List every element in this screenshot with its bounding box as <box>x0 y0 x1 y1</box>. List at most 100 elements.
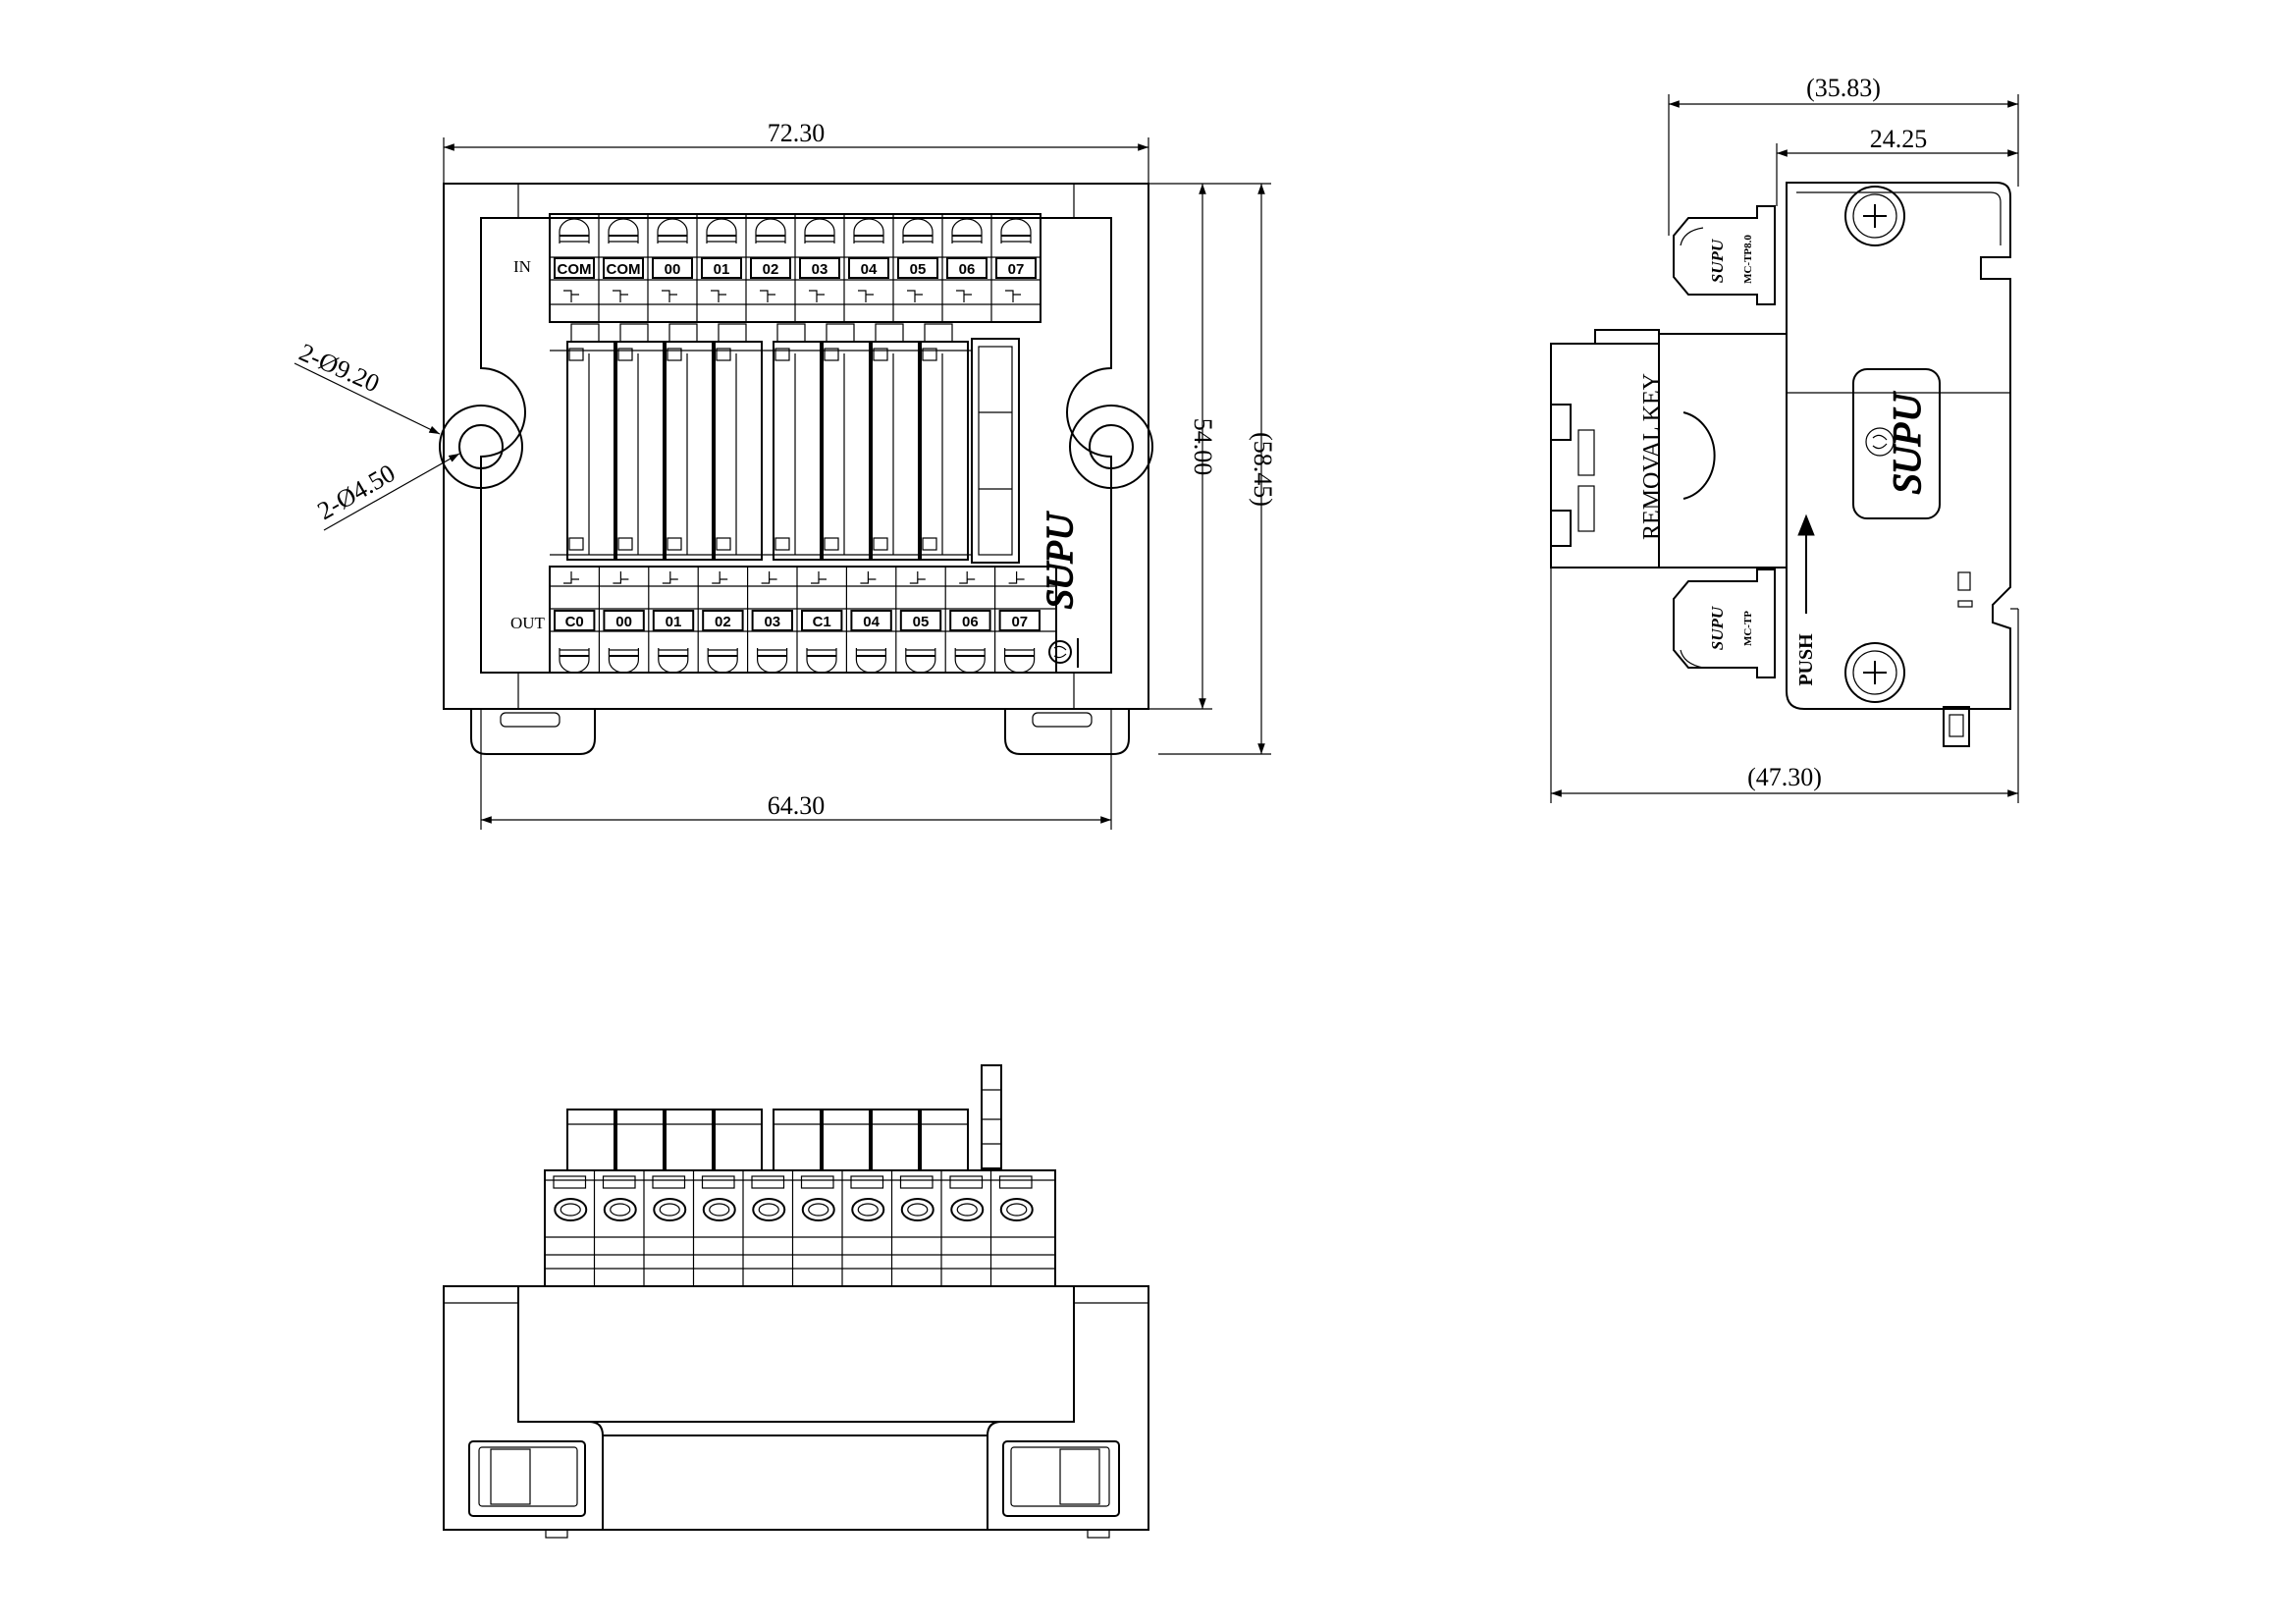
out-terminal-1: 00 <box>598 567 645 674</box>
out-terminal-4: 03 <box>746 567 793 674</box>
supu-logo-icon <box>1048 640 1072 664</box>
front-brand: SUPU <box>1039 511 1082 610</box>
relay-4 <box>773 323 822 561</box>
side-brand-badge: SUPU <box>1852 368 1941 519</box>
mounting-hole-left <box>439 405 523 489</box>
terminal-top-brand: SUPU <box>1708 239 1727 283</box>
relay-7 <box>920 323 969 561</box>
dim-side-top-overall: (35.83) <box>1668 74 2019 236</box>
in-terminal-2: 00 <box>647 214 693 322</box>
dim-overall-width: 72.30 <box>443 119 1149 184</box>
out-terminal-7: 05 <box>895 567 942 674</box>
out-terminal-5: C1 <box>796 567 843 674</box>
dim-height-overall: (58.45) <box>1158 183 1277 755</box>
relay-5 <box>822 323 871 561</box>
removal-key: REMOVAL KEY <box>1550 329 1788 568</box>
out-terminal-3: 02 <box>697 567 744 674</box>
in-terminal-1: COM <box>598 214 644 322</box>
out-terminal-label: 03 <box>764 614 780 630</box>
bottom-terminal-6 <box>841 1170 885 1286</box>
hole-outer-callout: 2-Ø9.20 <box>295 338 384 398</box>
dim-height: 54.00 <box>1148 183 1217 710</box>
in-terminal-label: COM <box>558 261 592 278</box>
push-text: PUSH <box>1795 633 1817 686</box>
side-view: REMOVAL KEY SUPU PUSH SUPU MC-TP8.0 SUPU <box>1550 74 2019 803</box>
out-terminal-label: 04 <box>863 614 880 630</box>
in-terminal-label: 03 <box>812 261 828 278</box>
out-terminal-label: 02 <box>715 614 731 630</box>
in-terminal-6: 04 <box>843 214 889 322</box>
in-terminal-label: 00 <box>665 261 681 278</box>
push-arrow-icon <box>1797 514 1815 614</box>
bottom-terminal-0 <box>553 1175 588 1221</box>
bottom-terminal-3 <box>692 1170 736 1286</box>
bottom-light-pipe <box>981 1064 1002 1169</box>
in-terminal-block: COM COM 00 01 02 03 04 05 06 07 IN <box>513 213 1041 323</box>
terminal-top-model: MC-TP8.0 <box>1742 235 1754 284</box>
out-terminal-label: C1 <box>813 614 831 630</box>
dim-base-width-text: 64.30 <box>768 791 826 820</box>
out-terminal-9: 07 <box>993 567 1041 674</box>
in-terminal-8: 06 <box>941 214 988 322</box>
dim-side-bottom-overall-text: (47.30) <box>1747 763 1822 791</box>
terminal-plug-top: SUPU MC-TP8.0 <box>1673 205 1776 305</box>
dim-overall-width-text: 72.30 <box>768 119 826 147</box>
bottom-terminal-1 <box>593 1170 637 1286</box>
terminal-plug-bottom: SUPU MC-TP <box>1673 568 1776 678</box>
out-terminal-label: 05 <box>913 614 930 630</box>
bottom-terminal-row <box>544 1109 1056 1287</box>
out-terminal-label: 07 <box>1011 614 1028 630</box>
in-label: IN <box>513 257 531 276</box>
side-brand-text: SUPU <box>1885 391 1929 494</box>
in-terminal-label: 01 <box>714 261 730 278</box>
out-terminal-0: C0 <box>554 571 596 674</box>
front-brand-text: SUPU <box>1040 511 1081 609</box>
din-clip-right <box>1004 709 1130 755</box>
relay-1 <box>615 323 665 561</box>
led-indicator-strip <box>971 338 1020 564</box>
in-terminal-9: 07 <box>990 214 1037 322</box>
out-terminal-label: C0 <box>565 614 584 630</box>
removal-key-text: REMOVAL KEY <box>1639 373 1665 540</box>
out-terminal-label: 06 <box>962 614 979 630</box>
bottom-terminal-2 <box>643 1170 687 1286</box>
dim-side-top-overall-text: (35.83) <box>1806 74 1881 102</box>
bottom-terminal-4 <box>742 1170 786 1286</box>
screw-icon <box>1844 186 1905 246</box>
in-terminal-5: 03 <box>794 214 840 322</box>
relay-2 <box>665 323 714 561</box>
in-terminal-7: 05 <box>892 214 938 322</box>
screw-icon-bottom <box>1844 642 1905 703</box>
hole-inner-callout: 2-Ø4.50 <box>313 459 400 525</box>
bottom-terminal-5 <box>791 1170 835 1286</box>
relay-area <box>550 323 972 561</box>
out-terminal-2: 01 <box>648 567 695 674</box>
in-terminal-label: COM <box>607 261 641 278</box>
din-clip-left <box>470 709 596 755</box>
in-terminal-label: 06 <box>959 261 976 278</box>
out-terminal-label: 00 <box>615 614 632 630</box>
relay-0 <box>566 323 615 561</box>
dim-height-text: 54.00 <box>1189 418 1217 476</box>
dim-base-width: 64.30 <box>480 709 1112 830</box>
out-terminal-6: 04 <box>845 567 892 674</box>
in-terminal-label: 02 <box>763 261 779 278</box>
bottom-foot-right <box>1002 1440 1120 1539</box>
bottom-terminal-7 <box>890 1170 934 1286</box>
terminal-bottom-brand: SUPU <box>1708 606 1727 650</box>
in-terminal-4: 02 <box>745 214 791 322</box>
supu-logo-icon-side <box>1865 427 1895 457</box>
relay-6 <box>871 323 920 561</box>
in-terminal-label: 04 <box>861 261 878 278</box>
in-terminal-label: 07 <box>1008 261 1025 278</box>
out-terminal-label: 01 <box>666 614 682 630</box>
mounting-hole-right <box>1069 405 1153 489</box>
dim-height-overall-text: (58.45) <box>1249 432 1277 507</box>
dim-side-top-body-text: 24.25 <box>1870 125 1928 153</box>
dim-side-top-body: 24.25 <box>1776 125 2018 206</box>
bottom-foot-left <box>468 1440 586 1539</box>
dim-hole-callouts: 2-Ø9.20 2-Ø4.50 <box>294 338 460 531</box>
